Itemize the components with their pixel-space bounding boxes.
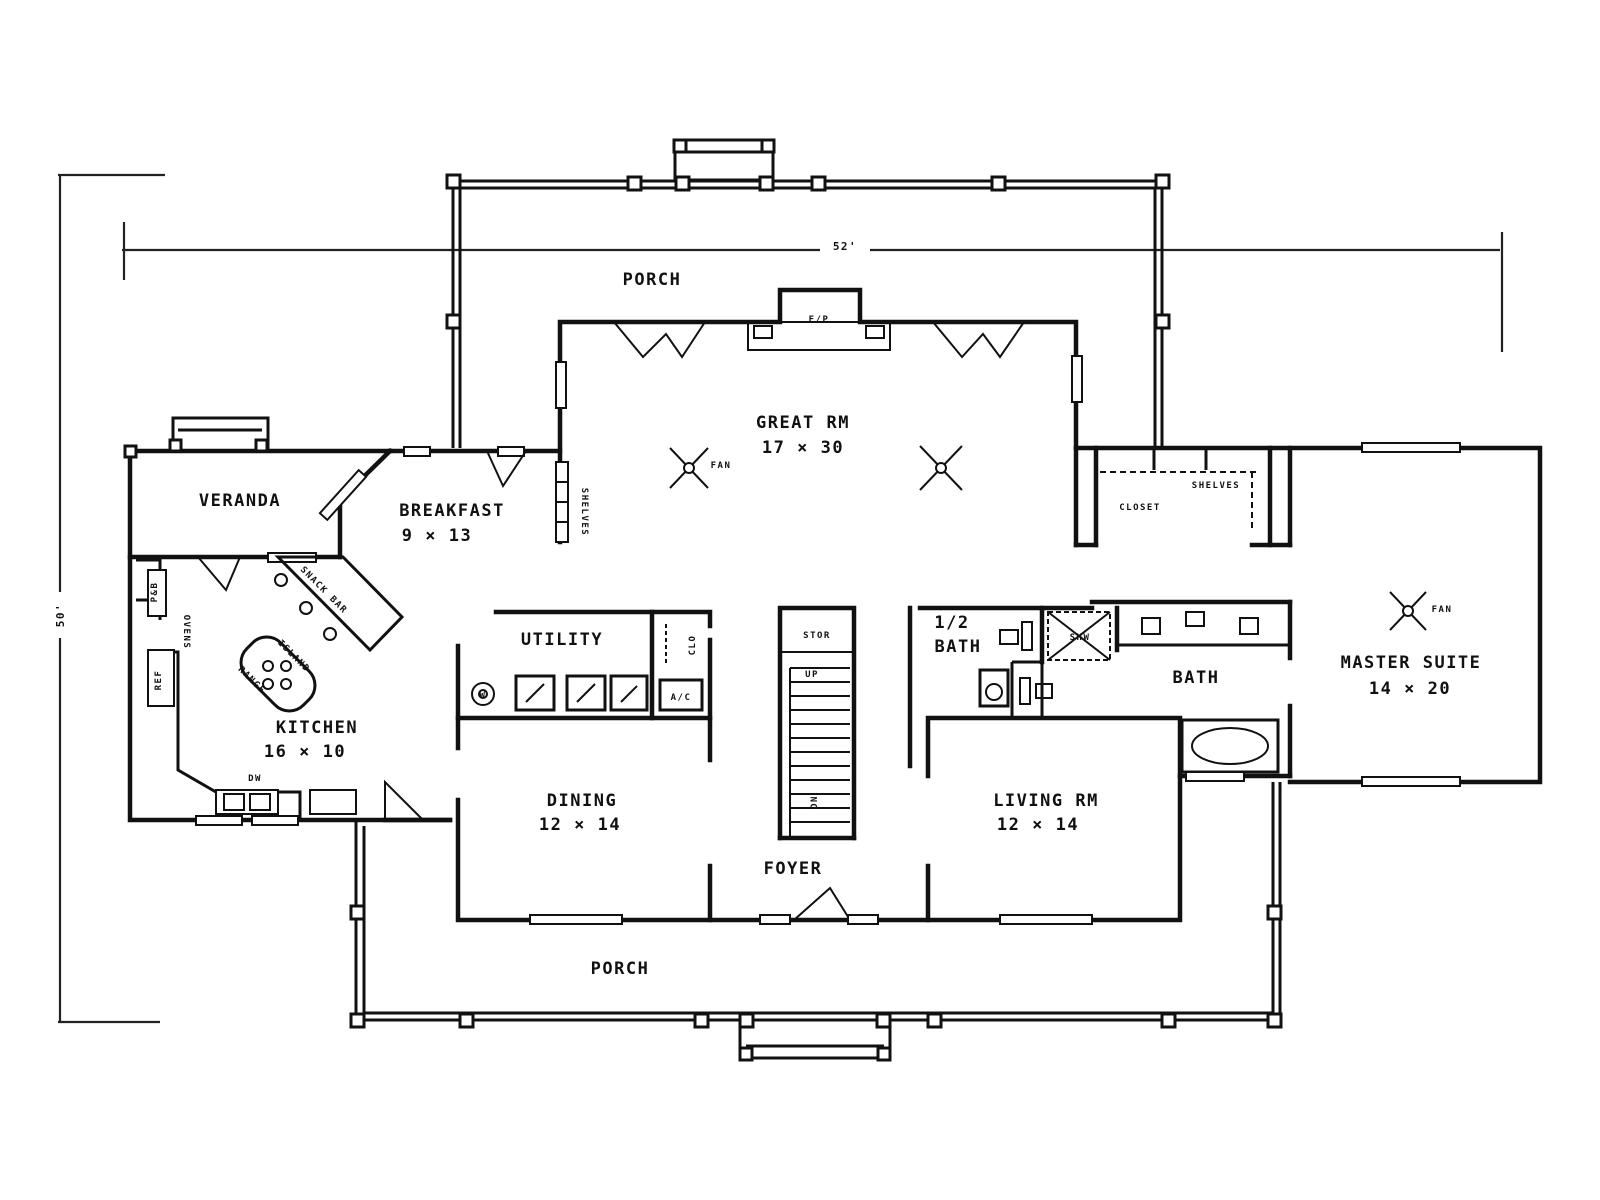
water-heater-label: W [480,691,487,701]
ovens-label: OVENS [181,615,191,650]
half-bath-label-line2: BATH [935,637,982,657]
shower-label: SHW [1070,633,1091,643]
range-label: RANGE [236,665,268,697]
fireplace-label: F/P [809,315,830,325]
master-suite-walls [1287,442,1543,787]
kitchen-size: 16 × 10 [264,742,346,762]
half-bath-label-line1: 1/2 [934,613,969,633]
fan-great-label: FAN [711,461,732,471]
pantry-label: P&B [150,582,160,603]
great-room-size: 17 × 30 [762,438,844,458]
fan-icon [669,447,709,489]
closet-label: CLOSET [1119,503,1161,513]
stairs-up-label: UP [805,670,819,680]
porch-rear-label: PORCH [623,270,682,290]
kitchen-wing-walls [123,416,563,826]
dimension-width: 52' [122,222,1504,352]
great-room-label: GREAT RM [756,413,850,433]
closet-walls [1073,445,1293,548]
fan-icon [919,445,963,491]
ref-label: REF [154,670,164,691]
great-room-walls [555,287,1083,548]
utility-walls [455,609,713,763]
porch-front [349,782,1283,1062]
snack-bar-label: SNACK BAR [298,565,349,616]
bath-label: BATH [1173,668,1220,688]
foyer-label: FOYER [764,859,823,879]
island-label: ISLAND [275,638,311,674]
ac-label: A/C [671,693,692,703]
dw-label: DW [248,774,262,784]
dining-size: 12 × 14 [539,815,621,835]
stairs [777,605,857,841]
dimension-depth: 50' [44,173,165,1024]
front-rooms-walls [455,605,1183,925]
kitchen-label: KITCHEN [276,718,358,738]
fan-master-label: FAN [1432,605,1453,615]
living-room-label: LIVING RM [993,791,1099,811]
breakfast-label: BREAKFAST [399,501,505,521]
storage-label: STOR [803,631,831,641]
master-suite-size: 14 × 20 [1369,679,1451,699]
veranda-label: VERANDA [199,491,281,511]
living-room-size: 12 × 14 [997,815,1079,835]
dimension-depth-label: 50' [54,603,67,627]
fan-icon [1389,591,1427,631]
bath-walls [917,599,1293,782]
stairs-down-label: DN [810,795,820,809]
dining-label: DINING [547,791,617,811]
closet-utility-label: CLO [688,635,698,656]
closet-shelves-label: SHELVES [1192,481,1240,491]
shelves-left-label: SHELVES [579,488,589,536]
master-suite-label: MASTER SUITE [1341,653,1482,673]
porch-front-label: PORCH [591,959,650,979]
dimension-width-label: 52' [833,240,857,253]
utility-label: UTILITY [521,630,603,650]
breakfast-size: 9 × 13 [402,526,472,546]
porch-rear [445,138,1171,448]
